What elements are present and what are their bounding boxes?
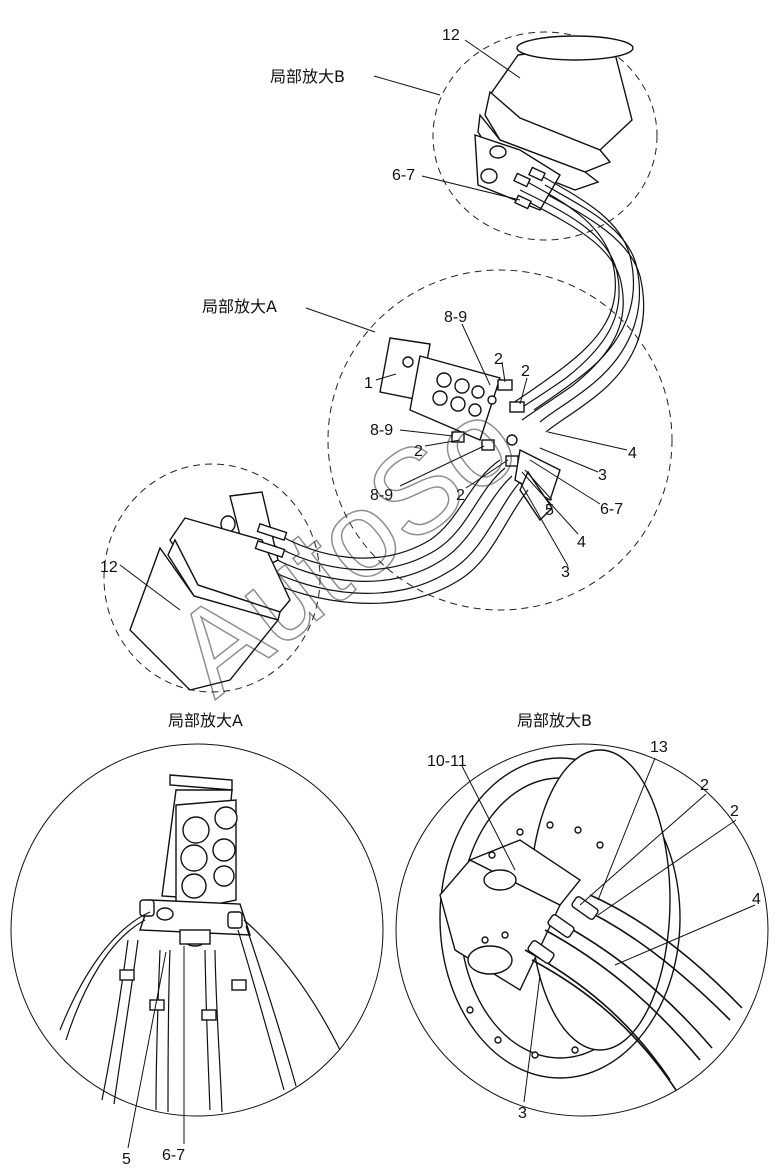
label-10-11: 10-11 — [427, 753, 467, 770]
label-2-e: 2 — [700, 777, 709, 794]
caption-zoom-a-bottom: 局部放大A — [168, 711, 243, 730]
zoom-circle-b — [432, 31, 658, 241]
label-8-9-c: 8-9 — [370, 487, 393, 504]
label-2-b: 2 — [521, 363, 530, 380]
label-5-a: 5 — [545, 502, 554, 519]
caption-zoom-a-top: 局部放大A — [202, 297, 277, 316]
label-4-a: 4 — [628, 445, 637, 462]
label-4-b: 4 — [577, 534, 586, 551]
label-13: 13 — [650, 739, 668, 756]
label-12-top: 12 — [442, 27, 460, 44]
hose-bundle-upper — [509, 166, 645, 433]
valve-manifold-center — [379, 337, 561, 522]
label-5-bottom: 5 — [122, 1151, 131, 1168]
label-3-b: 3 — [561, 564, 570, 581]
label-1: 1 — [364, 375, 373, 392]
detail-circle-b — [395, 743, 769, 1117]
drive-motor-left — [129, 491, 291, 691]
label-3-c: 3 — [518, 1105, 527, 1122]
label-8-9-b: 8-9 — [370, 422, 393, 439]
label-2-c: 2 — [414, 443, 423, 460]
caption-zoom-b-top: 局部放大B — [270, 67, 345, 86]
label-6-7-top: 6-7 — [392, 167, 415, 184]
zoom-circle-a — [327, 269, 673, 611]
leader-lines — [119, 39, 756, 1149]
hose-bundle-lower — [257, 459, 529, 604]
label-2-a: 2 — [494, 351, 503, 368]
detail-circle-a — [10, 743, 384, 1117]
label-2-f: 2 — [730, 803, 739, 820]
caption-zoom-b-bottom: 局部放大B — [517, 711, 592, 730]
label-3-a: 3 — [598, 467, 607, 484]
label-6-7-bottom: 6-7 — [162, 1147, 185, 1164]
zoom-circle-left — [103, 463, 321, 693]
label-2-d: 2 — [456, 487, 465, 504]
drive-motor-top — [474, 35, 634, 211]
label-12-left: 12 — [100, 559, 118, 576]
label-6-7-b: 6-7 — [600, 501, 623, 518]
label-8-9-a: 8-9 — [444, 309, 467, 326]
label-4-c: 4 — [752, 891, 761, 908]
